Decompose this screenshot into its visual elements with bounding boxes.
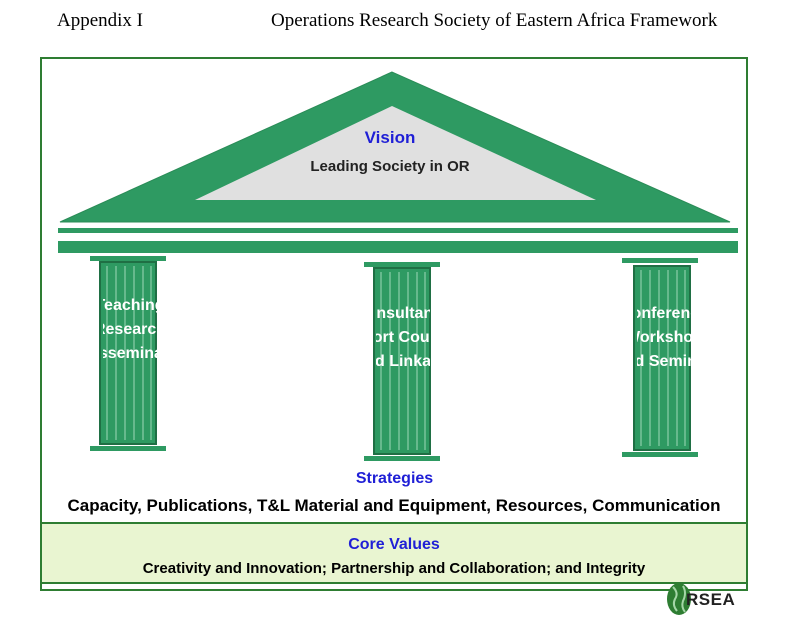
pillar-1-line-1: Teaching bbox=[103, 297, 157, 314]
pillar-2-line-1: Consultancy bbox=[376, 305, 430, 322]
core-values-title: Core Values bbox=[348, 536, 440, 553]
pillar-2-text: Consultancy Short Course and Linkage bbox=[376, 302, 430, 382]
pillar-3 bbox=[622, 258, 698, 457]
beam-bottom bbox=[58, 241, 738, 253]
vision-text: Leading Society in OR bbox=[310, 158, 470, 175]
orsea-logo: RSEA bbox=[664, 581, 744, 617]
pillar-3-text: Conference Workshop and Seminar bbox=[637, 302, 691, 382]
header-title: Operations Research Society of Eastern A… bbox=[271, 10, 718, 31]
strategies-text: Capacity, Publications, T&L Material and… bbox=[67, 496, 721, 515]
pillar-2-line-3: and Linkage bbox=[376, 353, 430, 370]
pillar-3-line-3: and Seminar bbox=[637, 353, 691, 370]
globe-icon bbox=[667, 583, 691, 615]
pillar-1-line-2: Research bbox=[103, 321, 157, 338]
pillar-1-line-3: Disseminate bbox=[103, 345, 157, 362]
core-values-text: Creativity and Innovation; Partnership a… bbox=[142, 560, 646, 577]
pillar-2-line-2: Short Course bbox=[376, 329, 430, 346]
pillar-1 bbox=[90, 256, 166, 451]
pillar-3-line-1: Conference bbox=[637, 305, 691, 322]
pillar-3-line-2: Workshop bbox=[637, 329, 691, 346]
pillar-2 bbox=[364, 262, 440, 461]
header-appendix: Appendix I bbox=[57, 10, 144, 31]
logo-text: RSEA bbox=[686, 590, 736, 609]
core-values-band: Core Values Creativity and Innovation; P… bbox=[42, 522, 746, 584]
roof-inner bbox=[195, 106, 596, 200]
vision-title: Vision bbox=[364, 128, 416, 147]
pillar-1-text: Teaching Research Disseminate bbox=[103, 294, 157, 374]
beam-top bbox=[58, 228, 738, 233]
strategies-title: Strategies bbox=[355, 470, 434, 487]
